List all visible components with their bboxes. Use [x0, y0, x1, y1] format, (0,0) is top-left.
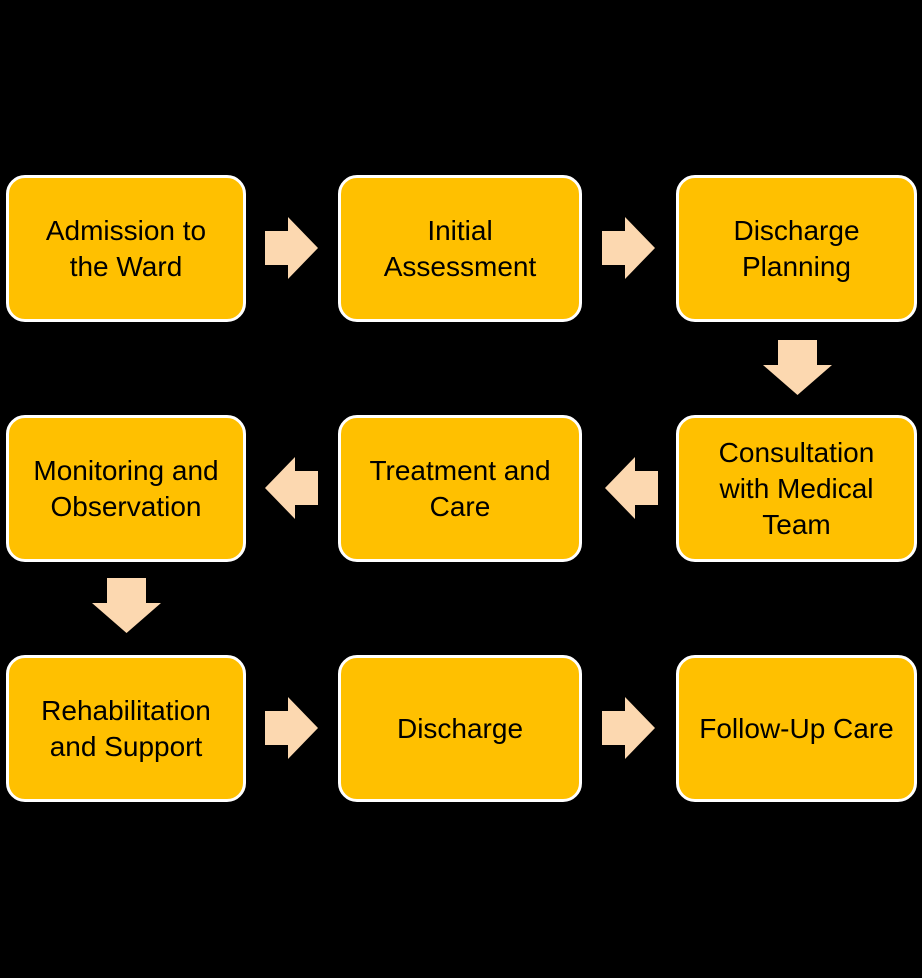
step-label: Initial Assessment — [383, 214, 537, 282]
step-follow-up-care: Follow-Up Care — [676, 655, 917, 802]
step-admission-to-the-ward: Admission to the Ward — [6, 175, 246, 322]
step-consultation-with-medical-team: Consultation with Medical Team — [676, 415, 917, 562]
flow-arrow-right-icon — [265, 697, 318, 759]
step-label: Admission to the Ward — [45, 214, 207, 282]
step-label: Rehabilitation and Support — [41, 694, 211, 762]
flow-arrow-left-icon — [605, 457, 658, 519]
step-label: Monitoring and Observation — [33, 454, 219, 522]
step-discharge-planning: Discharge Planning — [676, 175, 917, 322]
flow-arrow-left-icon — [265, 457, 318, 519]
step-rehabilitation-and-support: Rehabilitation and Support — [6, 655, 246, 802]
flow-arrow-right-icon — [602, 217, 655, 279]
flow-arrow-down-icon — [92, 578, 161, 633]
step-label: Consultation with Medical Team — [718, 436, 875, 540]
step-monitoring-and-observation: Monitoring and Observation — [6, 415, 246, 562]
step-label: Discharge Planning — [733, 214, 860, 282]
step-label: Discharge — [396, 712, 524, 744]
step-treatment-and-care: Treatment and Care — [338, 415, 582, 562]
flow-arrow-right-icon — [265, 217, 318, 279]
step-discharge: Discharge — [338, 655, 582, 802]
step-initial-assessment: Initial Assessment — [338, 175, 582, 322]
flow-arrow-down-icon — [763, 340, 832, 395]
flow-arrow-right-icon — [602, 697, 655, 759]
step-label: Treatment and Care — [369, 454, 551, 522]
step-label: Follow-Up Care — [699, 712, 894, 744]
